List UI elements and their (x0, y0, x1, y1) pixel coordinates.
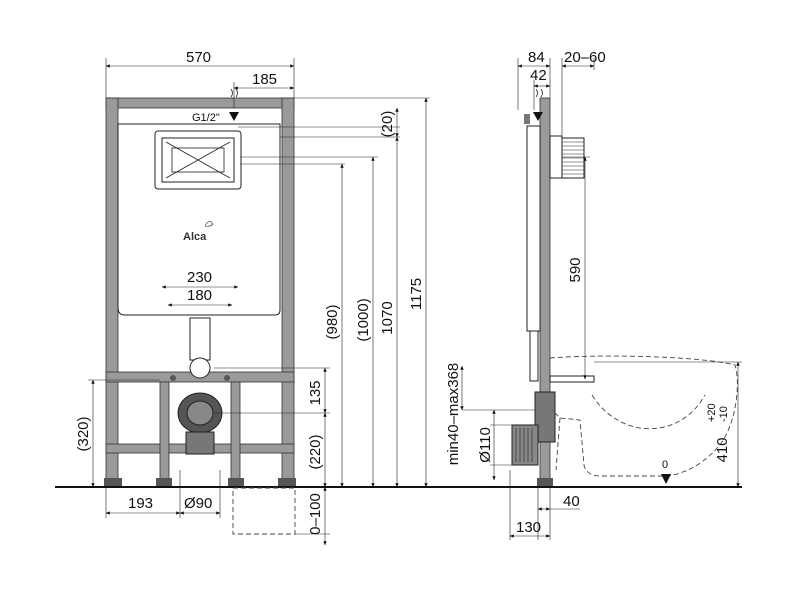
dim-230: 230 (187, 269, 212, 286)
side-drain-ribs (515, 428, 533, 462)
side-foot (537, 478, 553, 486)
side-flush-pipe (529, 330, 539, 382)
frame-inner-left-upright (159, 381, 170, 481)
dim-590: 590 (567, 257, 584, 282)
dim-410-tolerance-plus: +20 (706, 403, 718, 422)
dim-193: 193 (128, 495, 153, 512)
toilet-bowl-back (555, 417, 561, 471)
dim-20: (20) (379, 111, 396, 138)
drain-elbow-opening (186, 400, 214, 426)
flush-pipe-outlet (189, 357, 211, 379)
side-plate-mount (549, 135, 563, 179)
dim-980: (980) (324, 304, 341, 339)
frame-top-bar (105, 97, 295, 109)
dim-410-tolerance-minus: -10 (718, 406, 730, 422)
brand-logo-text: Alca (183, 231, 207, 243)
underfloor-adjustment-zone (232, 487, 296, 535)
left-foot (104, 478, 122, 486)
dim-84: 84 (528, 49, 545, 66)
side-inlet-wave-icon (535, 88, 543, 98)
mounting-bolt-right (224, 375, 230, 381)
side-view: 0 84 20–60 42 590 min40–max368 Ø110 410 … (445, 49, 742, 540)
floor-zero-marker-icon (661, 474, 671, 484)
frame-left-leg (105, 97, 119, 483)
side-cistern (526, 125, 541, 332)
right-foot (278, 478, 296, 486)
toilet-bowl-inner (591, 394, 706, 430)
front-view: Alca G1/2" 570 185 230 180 (75, 49, 430, 546)
dim-min40-max368: min40–max368 (445, 363, 462, 466)
mounting-bolt-left (170, 375, 176, 381)
side-valve (524, 114, 530, 124)
dim-135: 135 (307, 380, 324, 405)
frame-right-leg (281, 97, 295, 483)
inner-right-foot (228, 478, 244, 486)
side-plate-rib-lines (562, 141, 584, 175)
dim-1000: (1000) (355, 298, 372, 341)
dim-diameter-90: Ø90 (184, 495, 212, 512)
inner-left-foot (156, 478, 172, 486)
frame-inner-right-upright (230, 381, 241, 481)
side-drain-bend (534, 391, 556, 443)
dim-1070: 1070 (379, 301, 396, 334)
dim-width-570: 570 (186, 49, 211, 66)
dim-diameter-110: Ø110 (477, 427, 494, 463)
side-connector-rod (549, 375, 595, 383)
dim-180: 180 (187, 287, 212, 304)
zero-label: 0 (662, 459, 668, 471)
dim-42: 42 (530, 67, 547, 84)
dim-1175: 1175 (408, 278, 425, 310)
flush-plate-frame (171, 147, 225, 173)
inlet-thread-label: G1/2" (192, 112, 220, 124)
dim-40: 40 (563, 493, 580, 510)
inlet-arrow-icon (229, 112, 239, 121)
dim-130: 130 (516, 519, 541, 536)
dim-20-60: 20–60 (564, 49, 606, 66)
dim-0-100: 0–100 (307, 493, 324, 535)
side-inlet-arrow-icon (533, 112, 543, 121)
dim-410: 410 (714, 437, 731, 462)
dim-220: (220) (307, 434, 324, 469)
drain-pipe (185, 431, 215, 455)
dim-inlet-offset-185: 185 (252, 71, 277, 88)
side-drain-outlet (511, 424, 539, 466)
flush-pipe (189, 317, 211, 361)
brand-logo-mark (204, 221, 214, 227)
toilet-bowl-outline (549, 355, 738, 477)
dim-320: (320) (75, 416, 92, 451)
